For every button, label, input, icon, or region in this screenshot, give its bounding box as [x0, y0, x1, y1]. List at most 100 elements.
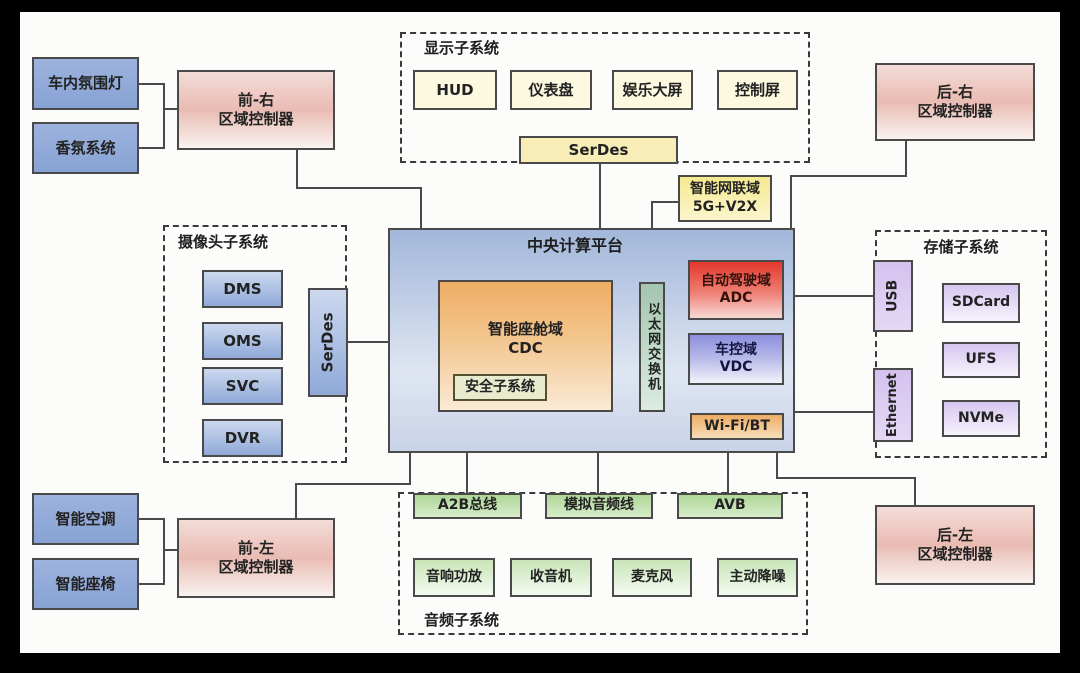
connector-line — [163, 518, 165, 585]
amplifier-node: 音响功放 — [413, 558, 495, 597]
front-right-controller-node: 前-右 区域控制器 — [177, 70, 335, 150]
oms-node: OMS — [202, 322, 283, 360]
connector-line — [139, 83, 165, 85]
telematics-node: 智能网联域 5G+V2X — [678, 175, 772, 222]
front-left-controller-node: 前-左 区域控制器 — [177, 518, 335, 598]
sdcard-label: SDCard — [951, 294, 1011, 311]
microphone-label: 麦克风 — [631, 568, 673, 585]
rear-right-controller-label: 后-右 区域控制器 — [917, 83, 993, 120]
rear-left-controller-node: 后-左 区域控制器 — [875, 505, 1035, 585]
connector-line — [163, 108, 179, 110]
storage-subsystem-panel — [875, 230, 1047, 458]
control-screen-node: 控制屏 — [717, 70, 798, 110]
wifi-bt-label: Wi-Fi/BT — [704, 417, 770, 434]
fragrance-label: 香氛系统 — [55, 138, 116, 157]
storage-subsystem-title: 存储子系统 — [923, 238, 999, 256]
audio-subsystem-title: 音频子系统 — [424, 611, 500, 629]
fragrance-node: 香氛系统 — [32, 122, 139, 174]
instrument-cluster-label: 仪表盘 — [528, 80, 574, 99]
connector-line — [776, 477, 916, 479]
nvme-label: NVMe — [958, 409, 1004, 426]
connector-line — [139, 147, 165, 149]
hud-label: HUD — [436, 80, 474, 99]
vdc-label: 车控域 VDC — [715, 341, 757, 376]
svc-label: SVC — [225, 376, 260, 395]
connector-line — [139, 583, 165, 585]
safety-subsystem-label: 安全子系统 — [465, 378, 535, 395]
connector-line — [409, 453, 411, 485]
hud-node: HUD — [413, 70, 497, 110]
dms-label: DMS — [223, 279, 262, 298]
connector-line — [139, 518, 165, 520]
display-subsystem-title: 显示子系统 — [424, 39, 500, 57]
connector-line — [296, 150, 298, 189]
oms-label: OMS — [223, 331, 262, 350]
ethernet-label: Ethernet — [884, 373, 900, 437]
connector-line — [348, 341, 390, 343]
connector-line — [599, 160, 601, 230]
adc-node: 自动驾驶域 ADC — [688, 260, 784, 320]
microphone-node: 麦克风 — [612, 558, 692, 597]
analog-audio-node: 模拟音频线 — [545, 493, 653, 519]
radio-node: 收音机 — [510, 558, 592, 597]
display-serdes-label: SerDes — [568, 140, 629, 159]
sdcard-node: SDCard — [942, 283, 1020, 323]
safety-subsystem-node: 安全子系统 — [453, 374, 547, 401]
ethernet-switch-label: 以太网交换机 — [645, 302, 661, 392]
radio-label: 收音机 — [530, 568, 572, 585]
connector-line — [727, 453, 729, 495]
wifi-bt-node: Wi-Fi/BT — [690, 413, 784, 440]
smart-seat-node: 智能座椅 — [32, 558, 139, 610]
camera-serdes-node: SerDes — [308, 288, 348, 397]
rear-left-controller-label: 后-左 区域控制器 — [917, 526, 993, 563]
dvr-label: DVR — [224, 428, 261, 447]
connector-line — [597, 453, 599, 495]
connector-line — [296, 187, 422, 189]
connector-line — [652, 201, 680, 203]
dvr-node: DVR — [202, 419, 283, 457]
front-right-controller-label: 前-右 区域控制器 — [218, 91, 294, 128]
anc-node: 主动降噪 — [717, 558, 798, 597]
avb-label: AVB — [714, 497, 746, 514]
ethernet-switch-node: 以太网交换机 — [639, 282, 665, 412]
connector-line — [163, 83, 165, 149]
connector-line — [466, 453, 468, 495]
connector-line — [163, 549, 179, 551]
dms-node: DMS — [202, 270, 283, 308]
connector-line — [790, 175, 792, 230]
adc-label: 自动驾驶域 ADC — [701, 272, 771, 307]
front-left-controller-label: 前-左 区域控制器 — [218, 539, 294, 576]
connector-line — [914, 477, 916, 507]
connector-line — [295, 483, 297, 519]
camera-serdes-label: SerDes — [318, 312, 337, 373]
analog-audio-label: 模拟音频线 — [564, 497, 634, 514]
ambient-light-label: 车内氛围灯 — [47, 74, 123, 93]
display-serdes-node: SerDes — [519, 136, 678, 164]
svc-node: SVC — [202, 367, 283, 405]
usb-node: USB — [873, 260, 913, 332]
cdc-label: 智能座舱域 CDC — [487, 320, 563, 357]
control-screen-label: 控制屏 — [734, 80, 780, 99]
a2b-bus-label: A2B总线 — [437, 497, 498, 514]
amplifier-label: 音响功放 — [426, 568, 482, 585]
connector-line — [790, 175, 907, 177]
smart-ac-node: 智能空调 — [32, 493, 139, 545]
connector-line — [295, 483, 411, 485]
camera-subsystem-title: 摄像头子系统 — [178, 233, 269, 251]
connector-line — [420, 187, 422, 230]
instrument-cluster-node: 仪表盘 — [510, 70, 592, 110]
connector-line — [905, 141, 907, 177]
avb-node: AVB — [677, 493, 783, 519]
ethernet-node: Ethernet — [873, 368, 913, 442]
smart-seat-label: 智能座椅 — [55, 574, 116, 593]
telematics-label: 智能网联域 5G+V2X — [690, 181, 760, 215]
entertainment-screen-node: 娱乐大屏 — [612, 70, 693, 110]
usb-label: USB — [884, 279, 901, 313]
rear-right-controller-node: 后-右 区域控制器 — [875, 63, 1035, 141]
entertainment-screen-label: 娱乐大屏 — [622, 80, 683, 99]
ufs-label: UFS — [965, 351, 997, 368]
connector-line — [776, 453, 778, 479]
ambient-light-node: 车内氛围灯 — [32, 57, 139, 110]
central-platform-title: 中央计算平台 — [526, 236, 623, 255]
